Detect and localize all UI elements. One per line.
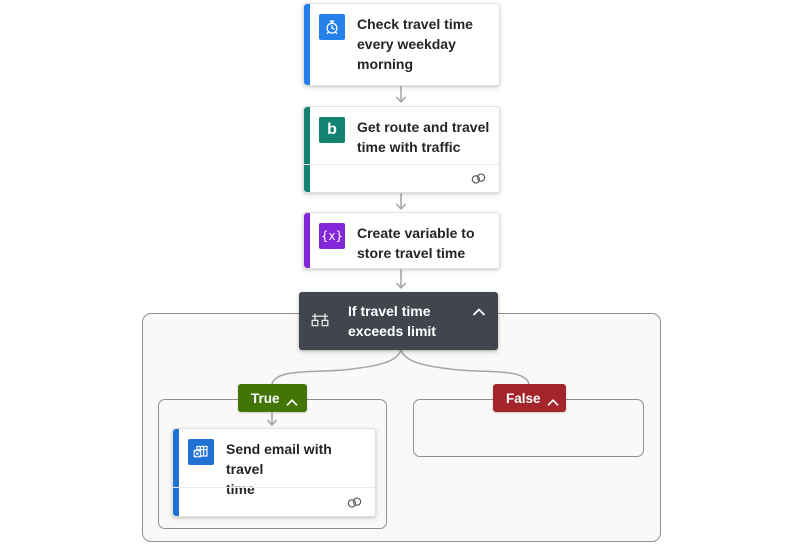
condition-title: If travel time exceeds limit (348, 303, 436, 339)
true-branch-badge[interactable]: True (238, 384, 307, 412)
action-card-variable[interactable]: {x} Create variable to store travel time (303, 212, 500, 269)
chevron-up-icon[interactable] (286, 394, 298, 406)
action-card-send-email[interactable]: Send email with travel time (172, 428, 376, 517)
accent-bar (304, 213, 310, 268)
chevron-up-icon[interactable] (547, 394, 559, 406)
condition-card[interactable]: If travel time exceeds limit (299, 292, 498, 350)
chevron-up-icon[interactable] (472, 304, 486, 316)
card-footer (304, 164, 499, 192)
arrowhead-icon (395, 203, 407, 210)
action-title: Get route and travel time with traffic (357, 119, 490, 155)
true-branch-label: True (251, 390, 280, 406)
action-card-bing-maps[interactable]: b Get route and travel time with traffic (303, 106, 500, 193)
outlook-icon (188, 439, 214, 465)
alarm-clock-icon (319, 14, 345, 40)
accent-bar (173, 429, 179, 516)
action-title: Send email with travel time (226, 441, 332, 497)
action-title: Create variable to store travel time (357, 225, 475, 261)
false-branch-badge[interactable]: False (493, 384, 566, 412)
accent-bar (304, 107, 310, 192)
accent-bar (304, 4, 310, 85)
card-footer (173, 487, 375, 516)
action-card-recurrence[interactable]: Check travel time every weekday morning (303, 3, 500, 86)
connection-icon (471, 173, 486, 184)
false-branch-label: False (506, 390, 541, 406)
arrowhead-icon (395, 96, 407, 103)
connection-icon (347, 496, 362, 508)
arrowhead-icon (395, 282, 407, 289)
bing-icon: b (319, 117, 345, 143)
variable-icon: {x} (319, 223, 345, 249)
condition-icon (309, 310, 331, 332)
action-title: Check travel time every weekday morning (357, 16, 473, 72)
